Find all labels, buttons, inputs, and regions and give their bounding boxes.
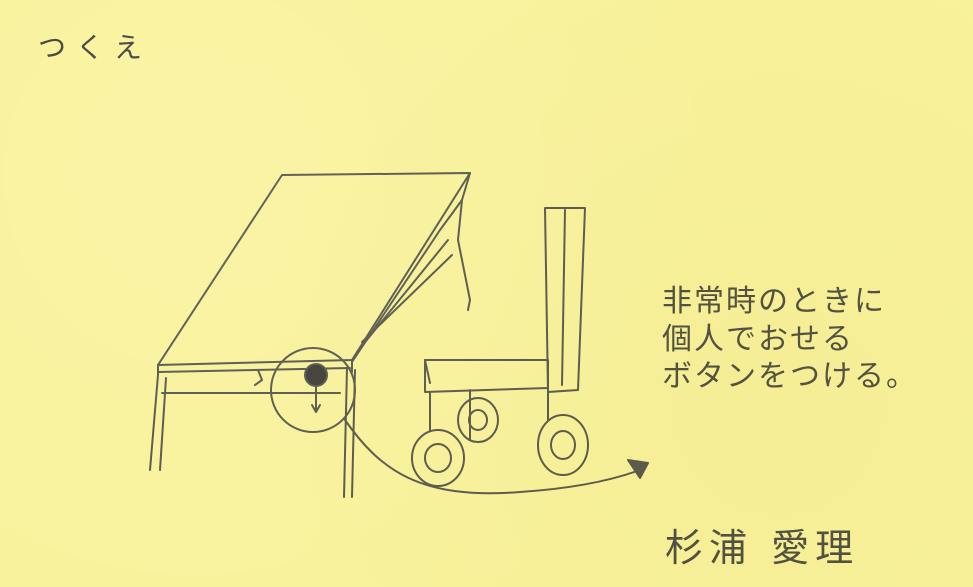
desk — [149, 172, 471, 498]
note-title: つくえ — [38, 31, 153, 64]
emergency-button-sketch — [270, 347, 649, 495]
message-line: 個人でおせる — [662, 321, 854, 357]
message-line: 非常時のときに — [662, 284, 886, 319]
chair — [411, 207, 589, 487]
author-signature: 杉浦 愛理 — [665, 526, 860, 570]
message-line: ボタンをつける。 — [662, 359, 918, 394]
note-message: 非常時のときに 個人でおせる ボタンをつける。 — [662, 283, 962, 396]
